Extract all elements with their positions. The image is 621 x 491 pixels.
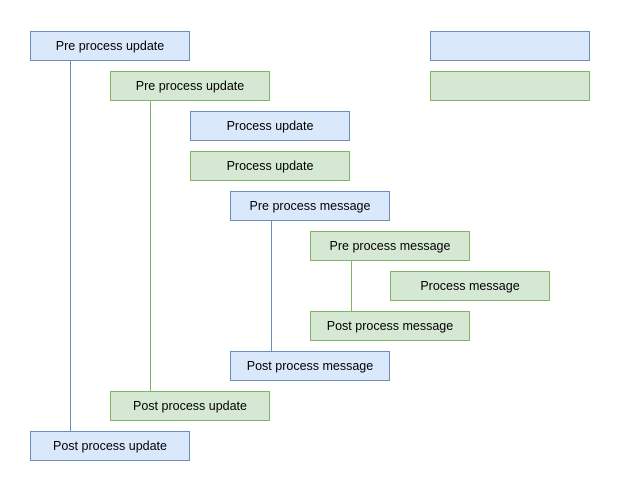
node-process-update-blue[interactable]: Process update: [190, 111, 350, 141]
node-post-process-message-blue[interactable]: Post process message: [230, 351, 390, 381]
node-label: Process update: [226, 118, 314, 133]
node-label: Pre process update: [55, 38, 165, 53]
legend-nested-router-green[interactable]: [430, 71, 590, 101]
connector-pre-process-message-green-to-post-process-message-green: [351, 261, 352, 311]
node-pre-process-update-blue[interactable]: Pre process update: [30, 31, 190, 61]
node-post-process-update-blue[interactable]: Post process update: [30, 431, 190, 461]
node-label: Post process update: [53, 438, 167, 453]
node-label: Process message: [420, 278, 520, 293]
legend-dispatcher-blue[interactable]: [430, 31, 590, 61]
node-process-update-green[interactable]: Process update: [190, 151, 350, 181]
node-label: Post process message: [246, 358, 374, 373]
node-pre-process-message-blue[interactable]: Pre process message: [230, 191, 390, 221]
node-post-process-update-green[interactable]: Post process update: [110, 391, 270, 421]
connector-pre-process-update-blue-to-post-process-update-blue: [70, 61, 71, 431]
node-pre-process-update-green[interactable]: Pre process update: [110, 71, 270, 101]
node-label: Post process message: [326, 318, 454, 333]
node-pre-process-message-green[interactable]: Pre process message: [310, 231, 470, 261]
node-label: Pre process update: [135, 78, 245, 93]
node-post-process-message-green[interactable]: Post process message: [310, 311, 470, 341]
connector-pre-process-message-blue-to-post-process-message-blue: [271, 221, 272, 351]
connector-pre-process-update-green-to-post-process-update-green: [150, 101, 151, 391]
node-label: Pre process message: [249, 198, 371, 213]
node-label: Post process update: [133, 398, 247, 413]
node-label: Pre process message: [329, 238, 451, 253]
node-process-message-green[interactable]: Process message: [390, 271, 550, 301]
node-label: Process update: [226, 158, 314, 173]
